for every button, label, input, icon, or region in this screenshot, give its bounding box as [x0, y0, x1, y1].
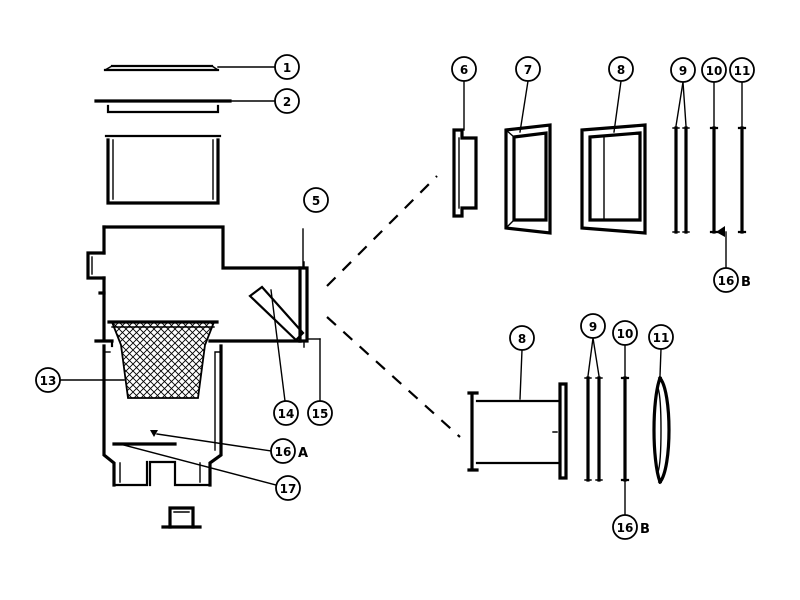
part-8-sleeve-bottom	[467, 349, 568, 480]
callout-number: 17	[280, 482, 297, 496]
callout-9-bottom: 9	[580, 313, 606, 339]
callout-suffix: B	[640, 522, 650, 537]
callout-16a: 16 A	[270, 438, 308, 464]
callout-number: 10	[706, 64, 723, 78]
callout-number: 6	[460, 63, 468, 77]
callout-number: 16	[718, 274, 735, 288]
part-16a-level-marker	[150, 430, 158, 437]
part-9-gaskets-top	[672, 81, 690, 234]
callout-number: 8	[617, 63, 625, 77]
callout-7: 7	[515, 56, 541, 82]
callout-number: 8	[518, 332, 526, 346]
part-10-ring-bottom	[620, 344, 630, 515]
projection-lines	[326, 175, 461, 438]
callout-number: 15	[312, 407, 329, 421]
callout-number: 7	[524, 63, 532, 77]
callout-number: 11	[653, 331, 670, 345]
leader-lines-body	[59, 228, 321, 486]
callout-suffix: B	[741, 275, 751, 290]
callout-6: 6	[451, 56, 477, 82]
callout-number: 5	[312, 194, 320, 208]
part-16b-marker-top	[716, 226, 727, 269]
callout-11-top: 11	[729, 57, 755, 83]
callout-number: 16	[275, 445, 292, 459]
callout-15: 15	[307, 400, 333, 426]
callout-number: 16	[617, 521, 634, 535]
part-extension-sleeve	[104, 134, 222, 205]
part-14-weir-flap	[248, 285, 305, 342]
callout-13: 13	[35, 367, 61, 393]
callout-16b-top: 16 B	[713, 267, 751, 293]
callout-number: 10	[617, 327, 634, 341]
callout-10-top: 10	[701, 57, 727, 83]
part-6-sleeve	[452, 80, 478, 218]
part-11-ring-top	[737, 81, 747, 234]
callout-2: 2	[274, 88, 300, 114]
callout-number: 11	[734, 64, 751, 78]
callout-14: 14	[273, 400, 299, 426]
part-8-sleeve-top	[580, 80, 647, 235]
part-10-ring-top	[709, 81, 719, 234]
callout-1: 1	[274, 54, 300, 80]
callout-5: 5	[303, 187, 329, 213]
callout-number: 13	[40, 374, 57, 388]
part-13-basket	[107, 320, 219, 399]
callout-10-bottom: 10	[612, 320, 638, 346]
callout-number: 14	[278, 407, 295, 421]
callout-9-top: 9	[670, 57, 696, 83]
callout-suffix: A	[298, 446, 308, 461]
part-2-collar	[94, 99, 276, 114]
skimmer-body	[86, 225, 309, 487]
callout-number: 9	[589, 320, 597, 334]
callout-8-top: 8	[608, 56, 634, 82]
part-11-faceplate-bottom	[652, 348, 671, 485]
callout-17: 17	[275, 475, 301, 501]
callout-16b-bottom: 16 B	[612, 514, 650, 540]
part-1-lid	[103, 64, 276, 72]
callout-number: 9	[679, 64, 687, 78]
callout-number: 1	[283, 61, 291, 75]
bottom-adaptor	[161, 506, 202, 529]
part-9-gaskets-bottom	[584, 337, 603, 482]
callout-number: 2	[283, 95, 291, 109]
part-7-sleeve	[504, 80, 552, 235]
callout-8-bottom: 8	[509, 325, 535, 351]
callout-11-bottom: 11	[648, 324, 674, 350]
